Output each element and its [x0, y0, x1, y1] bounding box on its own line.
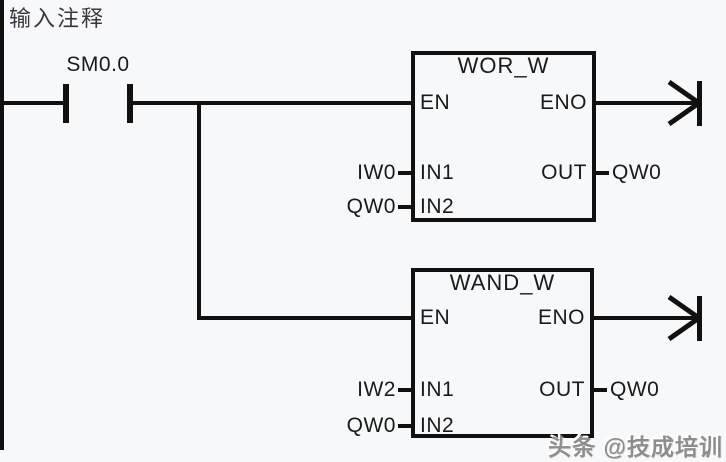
continuation-arrow-icon: [667, 295, 701, 341]
block2-in2-stub: [398, 424, 412, 428]
continuation-arrow-icon: [667, 80, 701, 126]
block2-in2-operand: QW0: [346, 414, 396, 437]
block1-pin-in1: IN1: [420, 161, 455, 184]
block2-pin-in2: IN2: [420, 414, 455, 437]
wire-rail-to-contact: [0, 101, 66, 105]
block2-in1-stub: [398, 388, 412, 392]
block1-out-operand: QW0: [612, 161, 662, 184]
block1-title: WOR_W: [457, 53, 550, 78]
contact-bar-right: [127, 84, 133, 123]
block2-pin-in1: IN1: [420, 378, 455, 401]
block2-out-stub: [591, 388, 607, 392]
left-power-rail: [0, 0, 4, 450]
contact-label: SM0.0: [66, 53, 130, 76]
wire-branch-to-block2: [197, 316, 415, 320]
block2-pin-en: EN: [420, 306, 451, 329]
block2-eno-wire: [591, 316, 698, 320]
block1-out-stub: [593, 171, 609, 175]
block1-in1-operand: IW0: [357, 161, 396, 184]
block2-title: WAND_W: [449, 270, 556, 295]
block1-pin-eno: ENO: [539, 91, 587, 114]
block1-pin-in2: IN2: [420, 195, 455, 218]
network-comment: 输入注释: [9, 6, 106, 31]
block2-out-operand: QW0: [610, 378, 660, 401]
function-block-wand-w: [411, 268, 594, 438]
block1-in2-stub: [398, 205, 412, 209]
wire-branch-vertical: [197, 101, 201, 320]
block1-in1-stub: [398, 171, 412, 175]
block2-pin-out: OUT: [539, 378, 585, 401]
continuation-arrow-bar-2: [697, 296, 702, 341]
function-block-wor-w: [411, 51, 596, 222]
watermark: 头条 @技成培训: [548, 434, 723, 460]
block2-in1-operand: IW2: [357, 378, 396, 401]
contact-bar-left: [63, 84, 69, 123]
wire-contact-to-block1: [133, 101, 415, 105]
block1-in2-operand: QW0: [346, 195, 396, 218]
block1-pin-en: EN: [420, 91, 451, 114]
block2-pin-eno: ENO: [537, 306, 585, 329]
block1-eno-wire: [593, 101, 698, 105]
continuation-arrow-bar-1: [697, 81, 702, 126]
block1-pin-out: OUT: [541, 161, 587, 184]
